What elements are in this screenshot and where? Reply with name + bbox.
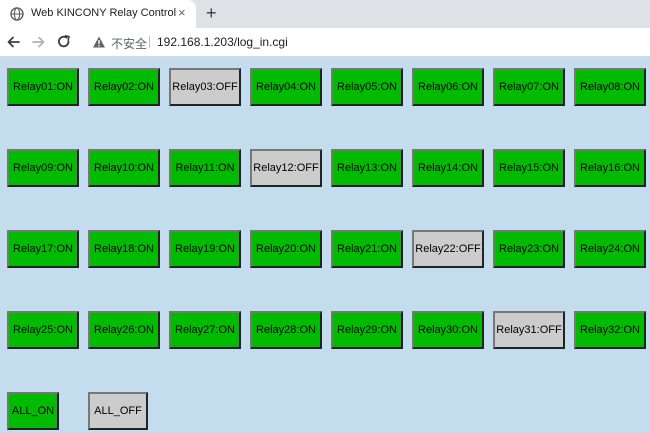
relay-06-button[interactable]: Relay06:ON <box>412 68 484 106</box>
relay-19-button[interactable]: Relay19:ON <box>169 230 241 268</box>
relay-21-button[interactable]: Relay21:ON <box>331 230 403 268</box>
relay-25-button[interactable]: Relay25:ON <box>7 311 79 349</box>
relay-16-button[interactable]: Relay16:ON <box>574 149 646 187</box>
tab-strip: Web KINCONY Relay Control × + <box>0 0 650 28</box>
relay-13-button[interactable]: Relay13:ON <box>331 149 403 187</box>
relay-32-button[interactable]: Relay32:ON <box>574 311 646 349</box>
relay-03-button[interactable]: Relay03:OFF <box>169 68 241 106</box>
relay-08-button[interactable]: Relay08:ON <box>574 68 646 106</box>
relay-05-button[interactable]: Relay05:ON <box>331 68 403 106</box>
relay-27-button[interactable]: Relay27:ON <box>169 311 241 349</box>
forward-arrow-icon[interactable] <box>29 33 47 51</box>
relay-22-button[interactable]: Relay22:OFF <box>412 230 484 268</box>
url-text[interactable]: 192.168.1.203/log_in.cgi <box>157 35 288 49</box>
relay-20-button[interactable]: Relay20:ON <box>250 230 322 268</box>
relay-26-button[interactable]: Relay26:ON <box>88 311 160 349</box>
relay-28-button[interactable]: Relay28:ON <box>250 311 322 349</box>
relay-07-button[interactable]: Relay07:ON <box>493 68 565 106</box>
all-off-button[interactable]: ALL_OFF <box>88 392 148 430</box>
relay-31-button[interactable]: Relay31:OFF <box>493 311 565 349</box>
relay-17-button[interactable]: Relay17:ON <box>7 230 79 268</box>
relay-12-button[interactable]: Relay12:OFF <box>250 149 322 187</box>
security-label[interactable]: 不安全 <box>111 37 148 51</box>
address-bar[interactable]: 不安全 192.168.1.203/log_in.cgi <box>82 31 650 53</box>
relay-11-button[interactable]: Relay11:ON <box>169 149 241 187</box>
relay-24-button[interactable]: Relay24:ON <box>574 230 646 268</box>
relay-02-button[interactable]: Relay02:ON <box>88 68 160 106</box>
relay-29-button[interactable]: Relay29:ON <box>331 311 403 349</box>
browser-toolbar: 不安全 192.168.1.203/log_in.cgi <box>0 28 650 57</box>
tab-title: Web KINCONY Relay Control <box>31 7 177 19</box>
relay-09-button[interactable]: Relay09:ON <box>7 149 79 187</box>
all-on-button[interactable]: ALL_ON <box>7 392 59 430</box>
back-arrow-icon[interactable] <box>5 33 23 51</box>
relay-23-button[interactable]: Relay23:ON <box>493 230 565 268</box>
relay-04-button[interactable]: Relay04:ON <box>250 68 322 106</box>
close-tab-icon[interactable]: × <box>178 5 186 20</box>
relay-18-button[interactable]: Relay18:ON <box>88 230 160 268</box>
warning-icon[interactable] <box>92 35 106 49</box>
relay-14-button[interactable]: Relay14:ON <box>412 149 484 187</box>
address-divider <box>149 36 150 48</box>
globe-icon <box>10 7 24 21</box>
relay-01-button[interactable]: Relay01:ON <box>7 68 79 106</box>
relay-15-button[interactable]: Relay15:ON <box>493 149 565 187</box>
reload-icon[interactable] <box>55 33 73 51</box>
relay-30-button[interactable]: Relay30:ON <box>412 311 484 349</box>
browser-tab[interactable]: Web KINCONY Relay Control × <box>0 0 196 28</box>
relay-10-button[interactable]: Relay10:ON <box>88 149 160 187</box>
new-tab-icon[interactable]: + <box>206 3 217 23</box>
